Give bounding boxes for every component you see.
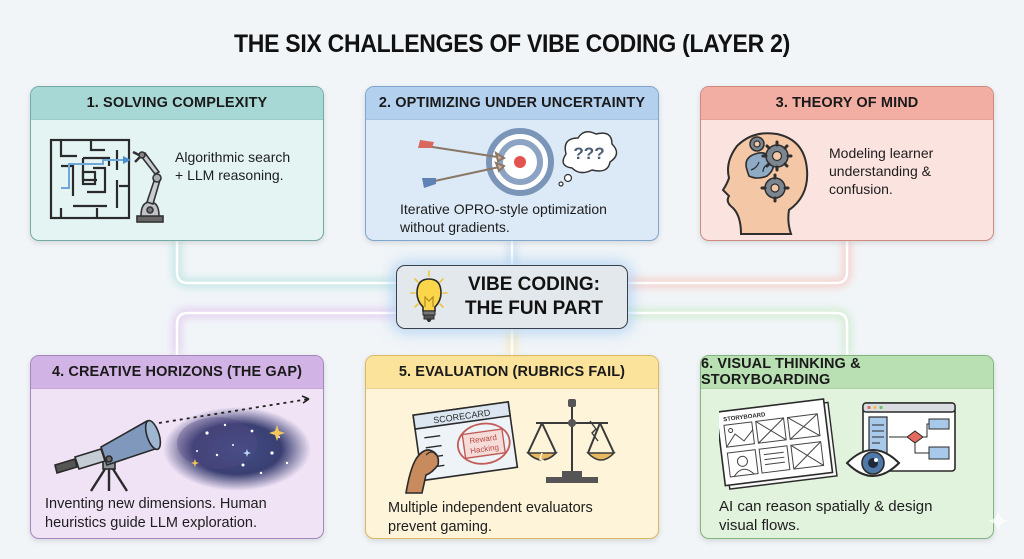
card-title: 6. VISUAL THINKING & STORYBOARDING bbox=[701, 356, 993, 389]
central-theme-box: VIBE CODING: THE FUN PART bbox=[396, 265, 628, 329]
card-description-line: confusion. bbox=[829, 181, 893, 197]
sparkle-watermark-icon bbox=[987, 510, 1009, 532]
card-title: 3. THEORY OF MIND bbox=[701, 87, 993, 120]
scorecard-broken-scale-icon: SCORECARD Reward Hacking bbox=[405, 399, 616, 494]
card-description-line: Inventing new dimensions. Human bbox=[45, 496, 267, 512]
challenge-card-evaluation: 5. EVALUATION (RUBRICS FAIL) SCORECARD R… bbox=[365, 355, 659, 539]
telescope-galaxy-icon bbox=[54, 395, 311, 492]
storyboard-label: STORYBOARD bbox=[723, 412, 766, 423]
target-arrows-thought-bubble-icon: ??? bbox=[418, 128, 618, 196]
card-title: 4. CREATIVE HORIZONS (THE GAP) bbox=[31, 356, 323, 389]
card-description-line: prevent gaming. bbox=[388, 519, 492, 535]
card-title: 5. EVALUATION (RUBRICS FAIL) bbox=[366, 356, 658, 389]
storyboard-eye-flowchart-icon: STORYBOARD bbox=[719, 398, 956, 490]
challenge-card-optimizing-uncertainty: 2. OPTIMIZING UNDER UNCERTAINTY ??? Iter… bbox=[365, 86, 659, 241]
reward-hacking-stamp-line2: Hacking bbox=[470, 443, 500, 456]
thought-bubble-text: ??? bbox=[573, 144, 604, 163]
head-gears-brain-icon bbox=[721, 132, 809, 235]
card-description-line: understanding & bbox=[829, 163, 931, 179]
card-description-line: heuristics guide LLM exploration. bbox=[45, 515, 257, 531]
card-title: 2. OPTIMIZING UNDER UNCERTAINTY bbox=[366, 87, 658, 120]
central-title-line2: THE FUN PART bbox=[465, 298, 603, 319]
card-description-line: AI can reason spatially & design bbox=[719, 498, 933, 515]
card-description-line: without gradients. bbox=[400, 219, 510, 235]
challenge-card-solving-complexity: 1. SOLVING COMPLEXITY Algori bbox=[30, 86, 324, 241]
card-description-line: visual flows. bbox=[719, 517, 800, 534]
challenge-card-creative-horizons: 4. CREATIVE HORIZONS (THE GAP) bbox=[30, 355, 324, 539]
maze-robot-arm-icon bbox=[49, 138, 164, 223]
card-description-line: + LLM reasoning. bbox=[175, 167, 284, 183]
card-description-line: Algorithmic search bbox=[175, 149, 291, 165]
card-description-line: Multiple independent evaluators bbox=[388, 500, 593, 516]
challenge-card-visual-thinking: 6. VISUAL THINKING & STORYBOARDING STORY… bbox=[700, 355, 994, 539]
card-description-line: Modeling learner bbox=[829, 145, 934, 161]
central-title-line1: VIBE CODING: bbox=[468, 274, 600, 295]
challenge-card-theory-of-mind: 3. THEORY OF MIND Modeling learner bbox=[700, 86, 994, 241]
page-title: THE SIX CHALLENGES OF VIBE CODING (LAYER… bbox=[234, 30, 790, 58]
card-title: 1. SOLVING COMPLEXITY bbox=[31, 87, 323, 120]
lightbulb-icon bbox=[410, 270, 448, 322]
card-description-line: Iterative OPRO-style optimization bbox=[400, 201, 607, 217]
reward-hacking-stamp-line1: Reward bbox=[469, 433, 498, 446]
